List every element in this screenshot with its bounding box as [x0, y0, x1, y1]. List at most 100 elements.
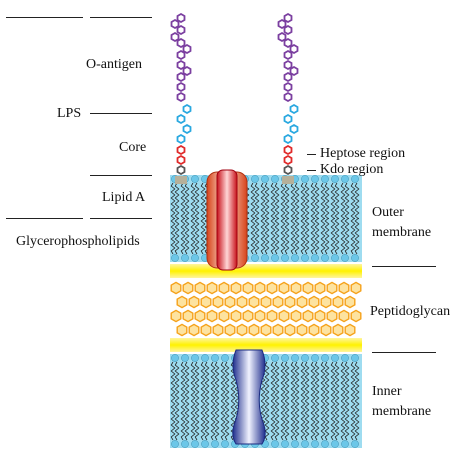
peptidoglycan-hexagon: [290, 309, 302, 323]
inner-membrane-head: [291, 354, 299, 362]
inner-membrane-tail: [290, 400, 296, 441]
outer-membrane-tail: [184, 182, 190, 220]
peptidoglycan-hexagon: [176, 295, 188, 309]
outer-membrane-tail: [174, 217, 180, 255]
divider-inner-top: [372, 352, 436, 353]
inner-membrane-tail: [280, 361, 286, 402]
inner-membrane-tail: [264, 361, 270, 402]
label-outer-membrane: Outer membrane: [372, 205, 432, 240]
inner-membrane-tail: [334, 400, 340, 441]
outer-membrane-tail: [320, 182, 326, 220]
peptidoglycan-hexagon: [218, 281, 230, 295]
outer-membrane-tail: [300, 182, 306, 220]
inner-membrane-tail: [350, 400, 356, 441]
inner-membrane-protein: [232, 349, 266, 445]
outer-membrane-head: [271, 254, 279, 262]
inner-membrane-head: [271, 354, 279, 362]
inner-membrane-tail: [294, 400, 300, 441]
pointer-heptose: [307, 154, 316, 155]
outer-membrane-head: [311, 175, 319, 183]
inner-membrane-head: [301, 440, 309, 448]
inner-membrane-tail: [310, 400, 316, 441]
outer-membrane-tail: [200, 182, 206, 220]
peptidoglycan-hexagon: [236, 323, 248, 337]
inner-membrane-tail: [200, 400, 206, 441]
o-antigen-sugar: [289, 43, 299, 55]
peptidoglycan-hexagon: [314, 309, 326, 323]
inner-membrane-head: [351, 354, 359, 362]
outer-membrane-tail: [260, 217, 266, 255]
o-antigen-sugar: [176, 37, 186, 49]
inner-membrane-tail: [184, 361, 190, 402]
peptidoglycan-hexagon: [176, 323, 188, 337]
o-antigen-sugar: [176, 12, 186, 24]
inner-membrane-tail: [170, 400, 176, 441]
outer-membrane-band: [170, 175, 362, 262]
peptidoglycan-hexagon: [302, 281, 314, 295]
heptose-sugar: [283, 144, 293, 156]
inner-membrane-tail: [294, 361, 300, 402]
o-antigen-sugar: [283, 49, 293, 61]
peptidoglycan-hexagon: [188, 295, 200, 309]
outer-membrane-tail: [354, 217, 360, 255]
peptidoglycan-hexagon: [284, 295, 296, 309]
inner-membrane-head: [331, 354, 339, 362]
peptidoglycan-hexagon: [296, 323, 308, 337]
peptidoglycan-hexagon: [338, 281, 350, 295]
inner-membrane-tail: [354, 361, 360, 402]
inner-membrane-tail: [270, 400, 276, 441]
o-antigen-sugar: [289, 65, 299, 77]
o-antigen-sugar: [277, 18, 287, 30]
outer-membrane-tail: [350, 182, 356, 220]
o-antigen-sugar: [176, 24, 186, 36]
peptidoglycan-band-top: [170, 264, 362, 278]
protein-layer: [206, 169, 266, 445]
inner-membrane-tail: [330, 400, 336, 441]
inner-membrane-tail: [194, 400, 200, 441]
outer-membrane-tail: [294, 182, 300, 220]
outer-membrane-head: [291, 254, 299, 262]
divider-lps: [90, 113, 152, 114]
inner-membrane-head: [171, 440, 179, 448]
o-antigen-sugar: [176, 59, 186, 71]
outer-membrane-tail: [290, 217, 296, 255]
outer-membrane-tail: [244, 182, 250, 220]
o-antigen-sugar: [176, 91, 186, 103]
o-antigen-sugar: [283, 71, 293, 83]
outer-membrane-tail: [294, 217, 300, 255]
o-antigen-sugar: [176, 81, 186, 93]
inner-membrane-tail: [210, 361, 216, 402]
inner-membrane-tail: [314, 400, 320, 441]
inner-membrane-head: [211, 354, 219, 362]
o-antigen-sugar: [176, 71, 186, 83]
outer-membrane-tail: [284, 182, 290, 220]
outer-membrane-tail: [324, 217, 330, 255]
label-kdo-region: Kdo region: [320, 162, 384, 177]
inner-membrane-tail: [310, 361, 316, 402]
peptidoglycan-hexagon: [212, 295, 224, 309]
o-antigen-sugar: [283, 91, 293, 103]
outer-membrane-tail: [274, 217, 280, 255]
inner-membrane-tail: [194, 361, 200, 402]
divider-lipid-a-left: [6, 218, 83, 219]
inner-membrane-tail: [220, 361, 226, 402]
peptidoglycan-hexagon: [344, 323, 356, 337]
peptidoglycan-hexagon: [218, 309, 230, 323]
outer-membrane-head: [351, 175, 359, 183]
inner-membrane-tail: [274, 400, 280, 441]
outer-membrane-tail: [344, 217, 350, 255]
peptidoglycan-hexagon: [260, 295, 272, 309]
label-heptose-region: Heptose region: [320, 146, 406, 161]
peptidoglycan-hexagon: [326, 281, 338, 295]
kdo-sugar: [283, 164, 293, 176]
peptidoglycan-hexagon: [170, 281, 182, 295]
o-antigen-sugar: [170, 31, 180, 43]
inner-membrane-tail: [180, 361, 186, 402]
outer-membrane-head: [181, 254, 189, 262]
inner-membrane-head: [301, 354, 309, 362]
inner-membrane-head: [341, 440, 349, 448]
outer-membrane-tail: [194, 182, 200, 220]
outer-membrane-tail: [260, 182, 266, 220]
inner-membrane-tail: [264, 400, 270, 441]
inner-membrane-tail: [174, 400, 180, 441]
